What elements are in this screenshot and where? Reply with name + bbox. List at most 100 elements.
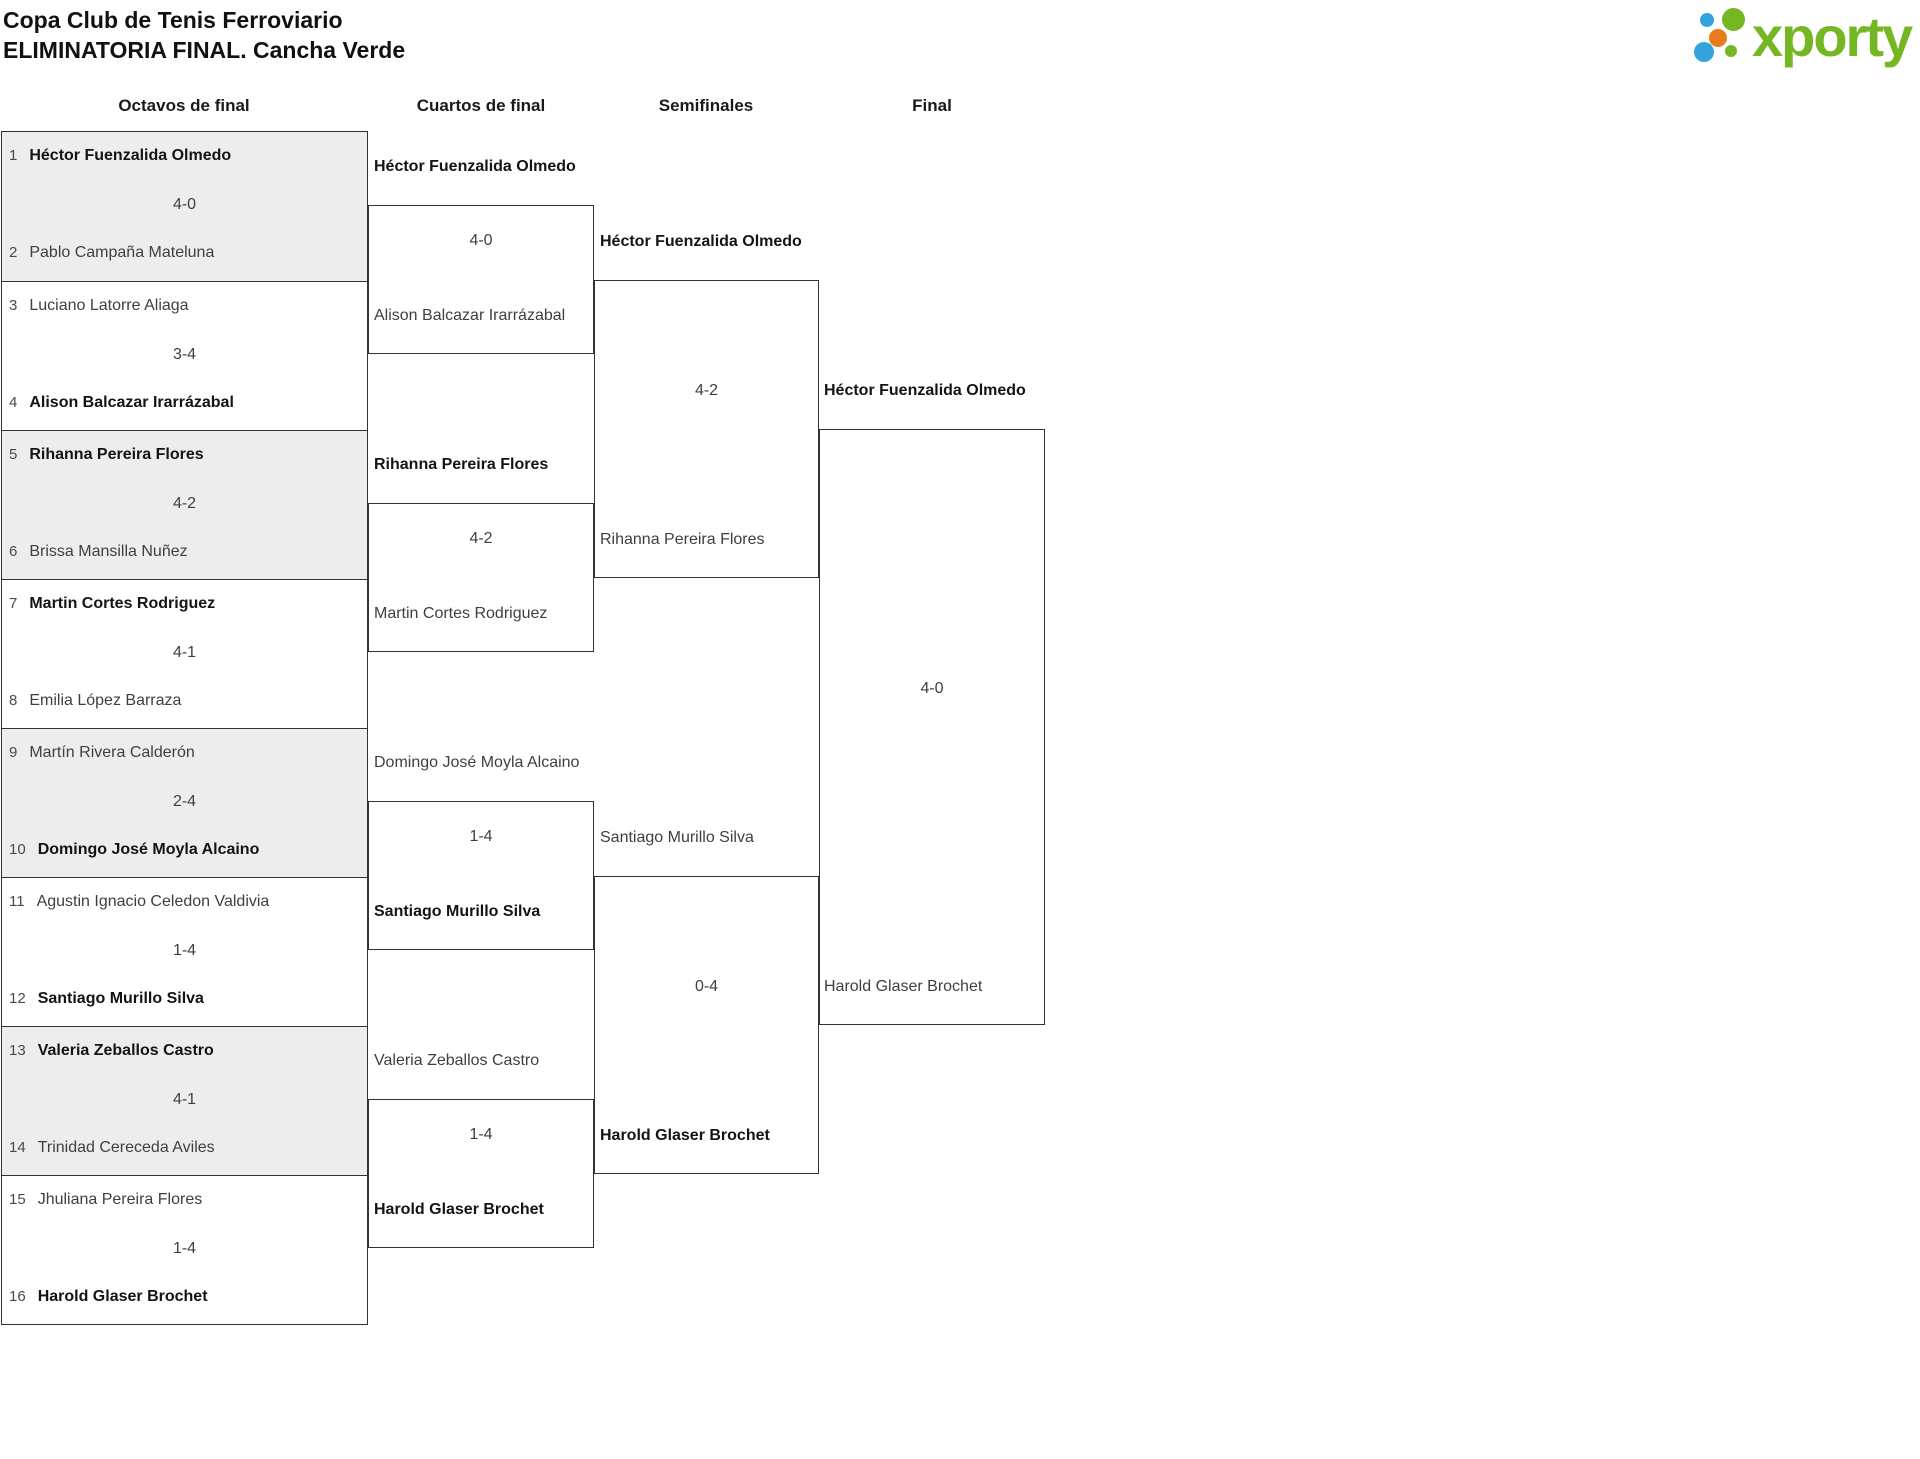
match-semifinal-2-box	[594, 876, 819, 1174]
player-name: Rihanna Pereira Flores	[374, 456, 549, 473]
match-score: 4-0	[172, 196, 197, 213]
match-score: 4-0	[469, 232, 493, 249]
match-octavos-1: 1 Héctor Fuenzalida Olmedo 4-0 2 Pablo Cam…	[2, 132, 367, 281]
player-name: Jhuliana Pereira Flores	[37, 1191, 203, 1208]
seed-number: 8	[9, 692, 18, 709]
match-octavos-7: 13 Valeria Zeballos Castro 4-1 14 Trinidad…	[2, 1026, 367, 1175]
octavos-column: 1 Héctor Fuenzalida Olmedo 4-0 2 Pablo Cam…	[1, 131, 368, 1325]
round-header-final: Final	[912, 96, 952, 115]
match-score: 3-4	[172, 346, 197, 363]
player-name: Santiago Murillo Silva	[37, 990, 204, 1007]
match-cuartos-2-box	[368, 503, 594, 652]
player-row: 14 Trinidad Cereceda Aviles	[9, 1136, 363, 1160]
player-name: Valeria Zeballos Castro	[37, 1042, 214, 1059]
seed-number: 5	[9, 446, 18, 463]
player-name: Martín Rivera Calderón	[29, 744, 195, 761]
player-name: Emilia López Barraza	[29, 692, 182, 709]
seed-number: 9	[9, 744, 18, 761]
logo-dot-icon	[1725, 45, 1737, 57]
match-cuartos-3-box	[368, 801, 594, 950]
player-name: Harold Glaser Brochet	[824, 978, 983, 995]
round-header-semifinales: Semifinales	[658, 96, 754, 115]
player-row: 11 Agustin Ignacio Celedon Valdivia	[9, 890, 363, 914]
player-name: Domingo José Moyla Alcaino	[37, 841, 260, 858]
logo-dot-icon	[1700, 13, 1714, 27]
match-score: 1-4	[469, 1126, 493, 1143]
seed-number: 12	[9, 990, 26, 1007]
player-name: Santiago Murillo Silva	[600, 829, 754, 846]
tournament-name: Copa Club de Tenis Ferroviario	[3, 7, 343, 33]
match-score: 4-1	[172, 1091, 197, 1108]
match-score: 1-4	[469, 828, 493, 845]
match-score: 4-2	[694, 382, 719, 399]
xporty-logo[interactable]: xporty	[1685, 0, 1920, 80]
seed-number: 1	[9, 147, 18, 164]
page-title: Copa Club de Tenis Ferroviario ELIMINATO…	[3, 5, 405, 65]
player-name: Pablo Campaña Mateluna	[29, 244, 215, 261]
match-score: 4-2	[172, 495, 197, 512]
player-name: Martin Cortes Rodriguez	[374, 605, 548, 622]
player-name: Alison Balcazar Irarrázabal	[29, 394, 234, 411]
logo-dot-icon	[1709, 29, 1727, 47]
player-name: Brissa Mansilla Nuñez	[29, 543, 188, 560]
player-name: Héctor Fuenzalida Olmedo	[600, 233, 802, 250]
match-score: 0-4	[694, 978, 719, 995]
player-name: Héctor Fuenzalida Olmedo	[29, 147, 232, 164]
match-octavos-6: 11 Agustin Ignacio Celedon Valdivia 1-4 1…	[2, 877, 367, 1026]
match-score: 4-1	[172, 644, 197, 661]
player-row: 1 Héctor Fuenzalida Olmedo	[9, 144, 363, 168]
seed-number: 13	[9, 1042, 26, 1059]
player-name: Trinidad Cereceda Aviles	[37, 1139, 215, 1156]
match-octavos-2: 3 Luciano Latorre Aliaga 3-4 4 Alison Balc…	[2, 281, 367, 430]
seed-number: 14	[9, 1139, 26, 1156]
match-score: 1-4	[172, 1240, 197, 1257]
player-name: Santiago Murillo Silva	[374, 903, 541, 920]
player-row: 4 Alison Balcazar Irarrázabal	[9, 391, 363, 415]
match-semifinal-1-box	[594, 280, 819, 578]
player-name: Agustin Ignacio Celedon Valdivia	[36, 893, 270, 910]
player-row: 6 Brissa Mansilla Nuñez	[9, 540, 363, 564]
player-row: 2 Pablo Campaña Mateluna	[9, 241, 363, 265]
player-name: Valeria Zeballos Castro	[374, 1052, 540, 1069]
player-row: 16 Harold Glaser Brochet	[9, 1285, 363, 1309]
xporty-logo-wordmark: xporty	[1752, 5, 1913, 68]
logo-dot-icon	[1694, 42, 1714, 62]
player-name: Martin Cortes Rodriguez	[29, 595, 216, 612]
seed-number: 11	[9, 893, 25, 910]
player-name: Rihanna Pereira Flores	[600, 531, 765, 548]
match-score: 4-0	[920, 680, 944, 697]
seed-number: 4	[9, 394, 18, 411]
player-name: Luciano Latorre Aliaga	[29, 297, 189, 314]
player-name: Harold Glaser Brochet	[37, 1288, 208, 1305]
match-octavos-5: 9 Martín Rivera Calderón 2-4 10 Domingo Jo…	[2, 728, 367, 877]
player-row: 8 Emilia López Barraza	[9, 689, 363, 713]
seed-number: 2	[9, 244, 18, 261]
match-final-box	[819, 429, 1045, 1025]
player-row: 12 Santiago Murillo Silva	[9, 987, 363, 1011]
match-score: 2-4	[172, 793, 197, 810]
round-header-octavos: Octavos de final	[118, 96, 250, 115]
logo-dot-icon	[1722, 8, 1745, 31]
player-name: Harold Glaser Brochet	[600, 1127, 770, 1144]
match-score: 1-4	[172, 942, 197, 959]
seed-number: 3	[9, 297, 18, 314]
player-row: 13 Valeria Zeballos Castro	[9, 1039, 363, 1063]
player-name: Harold Glaser Brochet	[374, 1201, 544, 1218]
stage-subtitle: ELIMINATORIA FINAL. Cancha Verde	[3, 37, 406, 63]
player-name: Héctor Fuenzalida Olmedo	[374, 158, 576, 175]
seed-number: 6	[9, 543, 18, 560]
player-row: 10 Domingo José Moyla Alcaino	[9, 838, 363, 862]
player-name: Alison Balcazar Irarrázabal	[374, 307, 566, 324]
player-row: 3 Luciano Latorre Aliaga	[9, 294, 363, 318]
player-name: Héctor Fuenzalida Olmedo	[824, 382, 1026, 399]
round-header-cuartos: Cuartos de final	[416, 96, 546, 115]
seed-number: 10	[9, 841, 26, 858]
match-cuartos-1-box	[368, 205, 594, 354]
seed-number: 16	[9, 1288, 26, 1305]
player-name: Domingo José Moyla Alcaino	[374, 754, 580, 771]
